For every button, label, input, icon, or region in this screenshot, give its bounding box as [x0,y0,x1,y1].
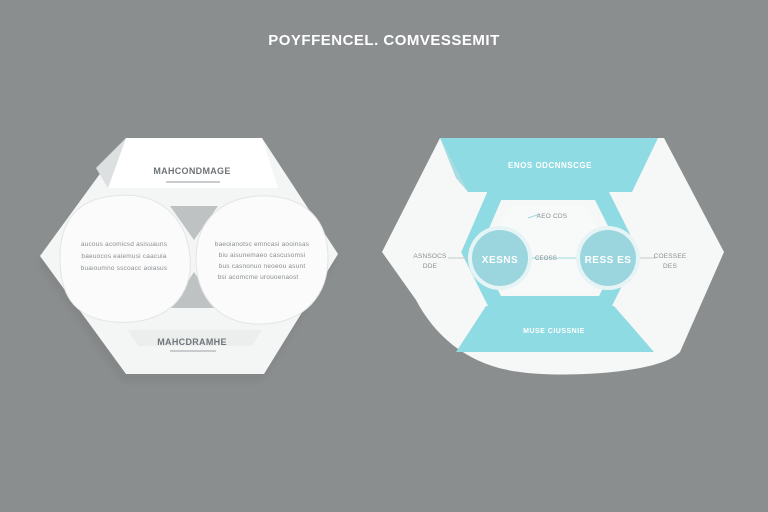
left-bubble [59,194,191,323]
right-text-line: bsi acomcme urouoenaost [218,274,299,281]
right-text-line: bus casnonuo neoeou asunt [219,263,306,270]
page-title: POYFFENCEL. COMVESSEMIT [268,32,500,49]
right-side-label: COESSEE [654,253,687,260]
left-side-label: ASNSOCS [413,253,447,260]
left-text-line: buaioumno sscoacc aoiasus [81,265,168,272]
circle-right [580,230,636,286]
right-bottom-label: MUSE CIUSSNIE [523,328,585,335]
left-text-line: aucous acomicsd asisuauns [81,241,168,248]
circle-left [472,230,528,286]
circle-right-label: RESS ES [585,255,632,266]
left-top-underline [166,181,220,183]
right-text-line: biu aisunemaeo cascusomsi [219,252,306,259]
hourglass-top [170,206,218,240]
right-bubble-text: baeoianotsc emncasi aooinsas biu aisunem… [215,241,310,281]
mid-label: CEOSS [535,256,557,262]
bottom-trapezoid [456,306,654,352]
hourglass-bottom [170,272,218,308]
circle-left-label: XESNS [482,255,518,266]
left-bottom-label: MAHCDRAMHE [157,337,227,347]
right-side-sublabel: DES [663,263,677,270]
right-bubble [195,195,329,325]
pointer-line [527,213,541,219]
left-bottom-underline [170,350,216,352]
left-top-panel [108,138,278,188]
left-fold-shade [96,138,126,188]
left-top-label: MAHCONDMAGE [153,166,230,176]
right-diagram: ENOS ODCNNSCGE AEO CDS XESNS RESS ES CEO… [382,138,724,375]
top-trapezoid [440,138,658,192]
right-text-line: baeoianotsc emncasi aooinsas [215,241,310,248]
left-bottom-band [128,330,262,346]
left-text-line: baeuocos eaiemusi caacuia [81,253,166,260]
top-trapezoid-shade [440,138,468,192]
left-bubble-text: aucous acomicsd asisuauns baeuocos eaiem… [81,241,168,272]
right-top-label: ENOS ODCNNSCGE [508,161,592,170]
pointer-label: AEO CDS [537,213,568,220]
left-side-sublabel: DDE [423,263,438,270]
left-diagram: MAHCONDMAGE aucous acomicsd asisuauns ba… [38,138,338,382]
